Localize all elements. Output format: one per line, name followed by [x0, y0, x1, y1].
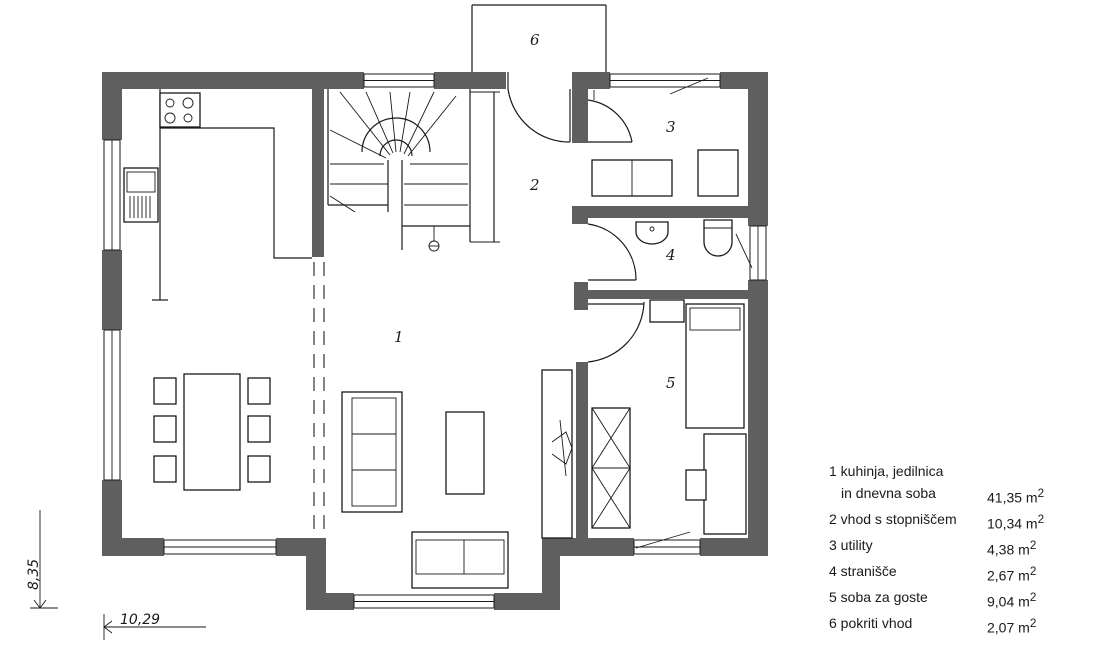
room-labels: 1 2 3 4 5 6: [394, 31, 676, 392]
room-label-5: 5: [666, 374, 676, 392]
room-label-4: 4: [665, 246, 676, 264]
dimension-depth: 8,35: [26, 510, 58, 609]
covered-entrance: [471, 4, 607, 72]
room-label-1: 1: [394, 328, 404, 346]
legend-row: 5 soba za goste 9,04 m2: [829, 589, 1037, 610]
wc-fixtures: [635, 219, 733, 257]
windows: [103, 73, 767, 609]
doors: [507, 72, 753, 549]
legend-row: 4 stranišče 2,67 m2: [829, 562, 1037, 584]
interior-walls: [312, 89, 748, 538]
room-label-2: 2: [529, 176, 540, 194]
area-legend: 1 kuhinja, jedilnica in dnevna soba 41,3…: [829, 461, 1067, 639]
dining-set: [153, 373, 271, 491]
legend-row: 3 utility 4,38 m2: [829, 536, 1037, 558]
dimension-width: 10,29: [103, 612, 206, 640]
utility-furniture: [591, 90, 739, 197]
legend-row: 1 kuhinja, jedilnica: [829, 463, 944, 479]
staircase: [327, 89, 500, 252]
exterior-walls: [102, 72, 768, 610]
legend-row: 6 pokriti vhod 2,07 m2: [829, 615, 1037, 636]
legend-row: 2 vhod s stopniščem 10,34 m2: [829, 510, 1045, 532]
beam-line: [313, 262, 325, 536]
legend-row: in dnevna soba 41,35 m2: [841, 484, 1045, 506]
kitchen: [123, 89, 312, 301]
room-label-6: 6: [530, 31, 540, 49]
living-furniture: [341, 391, 509, 589]
guest-room-furniture: [541, 299, 747, 539]
dimension-width-value: 10,29: [120, 612, 160, 628]
room-label-3: 3: [666, 118, 676, 136]
dimension-depth-value: 8,35: [26, 559, 42, 590]
